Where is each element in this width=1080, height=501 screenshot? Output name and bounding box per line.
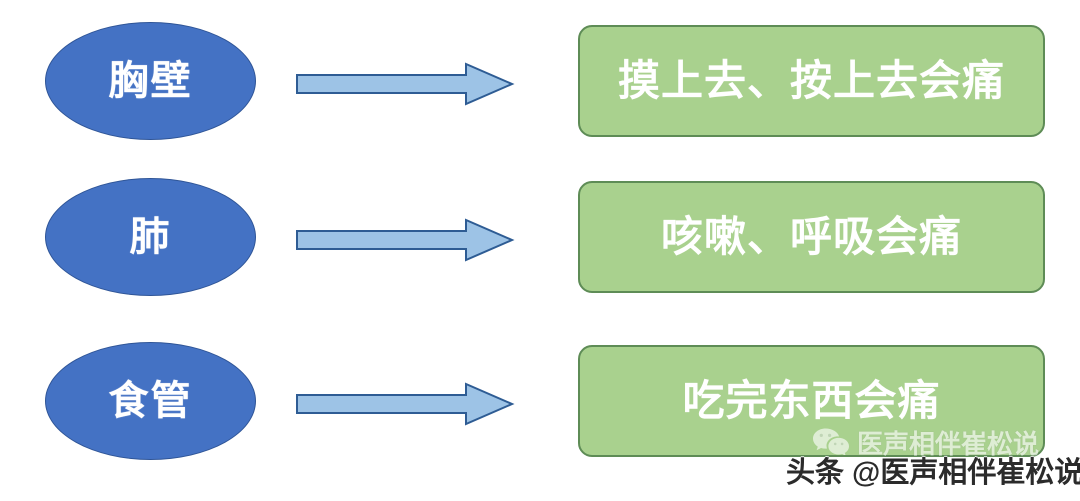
right-arrow-icon	[296, 218, 515, 262]
right-arrow-icon	[296, 382, 515, 426]
symptom-label: 摸上去、按上去会痛	[617, 57, 1005, 104]
source-label: 肺	[129, 215, 172, 259]
flow-row: 食管 吃完东西会痛	[0, 342, 1080, 460]
symptom-label: 吃完东西会痛	[682, 377, 941, 424]
watermark-lower-text: 头条 @医声相伴崔松说	[786, 457, 1080, 489]
flow-row: 胸壁 摸上去、按上去会痛	[0, 22, 1080, 140]
symptom-box-esophagus[interactable]: 吃完东西会痛	[578, 345, 1045, 457]
source-label: 食管	[108, 379, 193, 423]
symptom-label: 咳嗽、呼吸会痛	[660, 213, 962, 260]
source-ellipse-esophagus[interactable]: 食管	[45, 342, 256, 460]
right-arrow-icon	[296, 62, 515, 106]
symptom-box-lung[interactable]: 咳嗽、呼吸会痛	[578, 181, 1045, 293]
source-label: 胸壁	[108, 59, 193, 103]
flow-row: 肺 咳嗽、呼吸会痛	[0, 178, 1080, 296]
source-ellipse-chest-wall[interactable]: 胸壁	[45, 22, 256, 140]
symptom-box-chest-wall[interactable]: 摸上去、按上去会痛	[578, 25, 1045, 137]
source-ellipse-lung[interactable]: 肺	[45, 178, 256, 296]
